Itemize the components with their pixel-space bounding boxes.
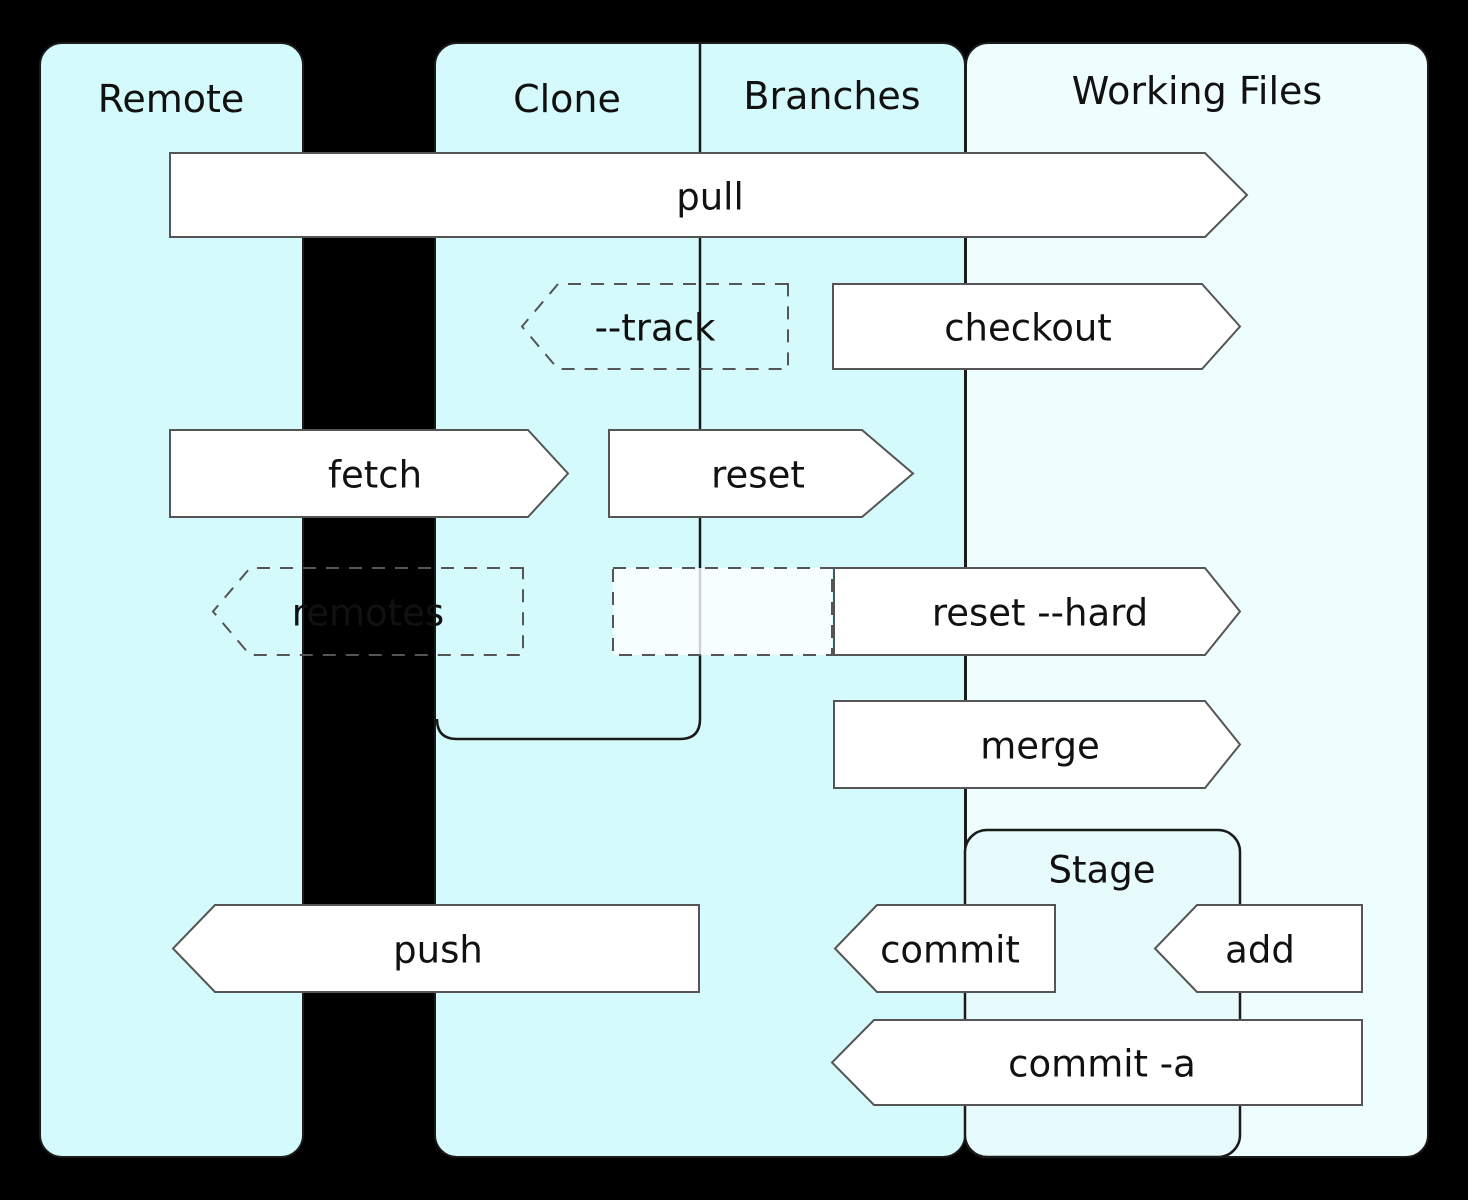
push-label: push [393,928,483,972]
merge-arrow-shape [833,700,1242,789]
merge-label: merge [980,724,1100,768]
pull-arrow-shape [169,152,1249,238]
commit-a-arrow-shape [830,1019,1363,1106]
fetch-label: fetch [327,453,423,497]
column-title-branches: Branches [743,74,921,118]
reset-label: reset [711,453,805,497]
track-label: --track [594,306,716,350]
pull-label: pull [676,175,744,219]
reset-hard-dashed-tail [612,567,833,656]
track-arrow-shape [520,283,789,370]
add-arrow-shape [1153,904,1363,993]
reset-arrow-shape [608,429,915,518]
column-title-clone: Clone [513,77,621,121]
push-arrow-shape [171,904,700,993]
add-label: add [1225,928,1295,972]
reset-hard-label: reset --hard [931,591,1149,635]
column-title-working-files: Working Files [1071,69,1323,113]
commit-arrow-shape [833,904,1056,993]
column-title-remote: Remote [97,77,245,121]
fetch-arrow-shape [169,429,570,518]
clone-branches-divider [435,43,702,741]
remote-column-panel [39,42,304,1158]
remotes-label: remotes [291,591,445,635]
stage-label: Stage [1048,848,1156,892]
reset-hard-arrow-shape [833,567,1242,656]
commit-label: commit [880,928,1020,972]
remotes-dashed-arrow-shape [211,567,524,656]
checkout-label: checkout [944,306,1112,350]
checkout-arrow-shape [832,283,1242,370]
commit-a-label: commit -a [1008,1042,1196,1086]
